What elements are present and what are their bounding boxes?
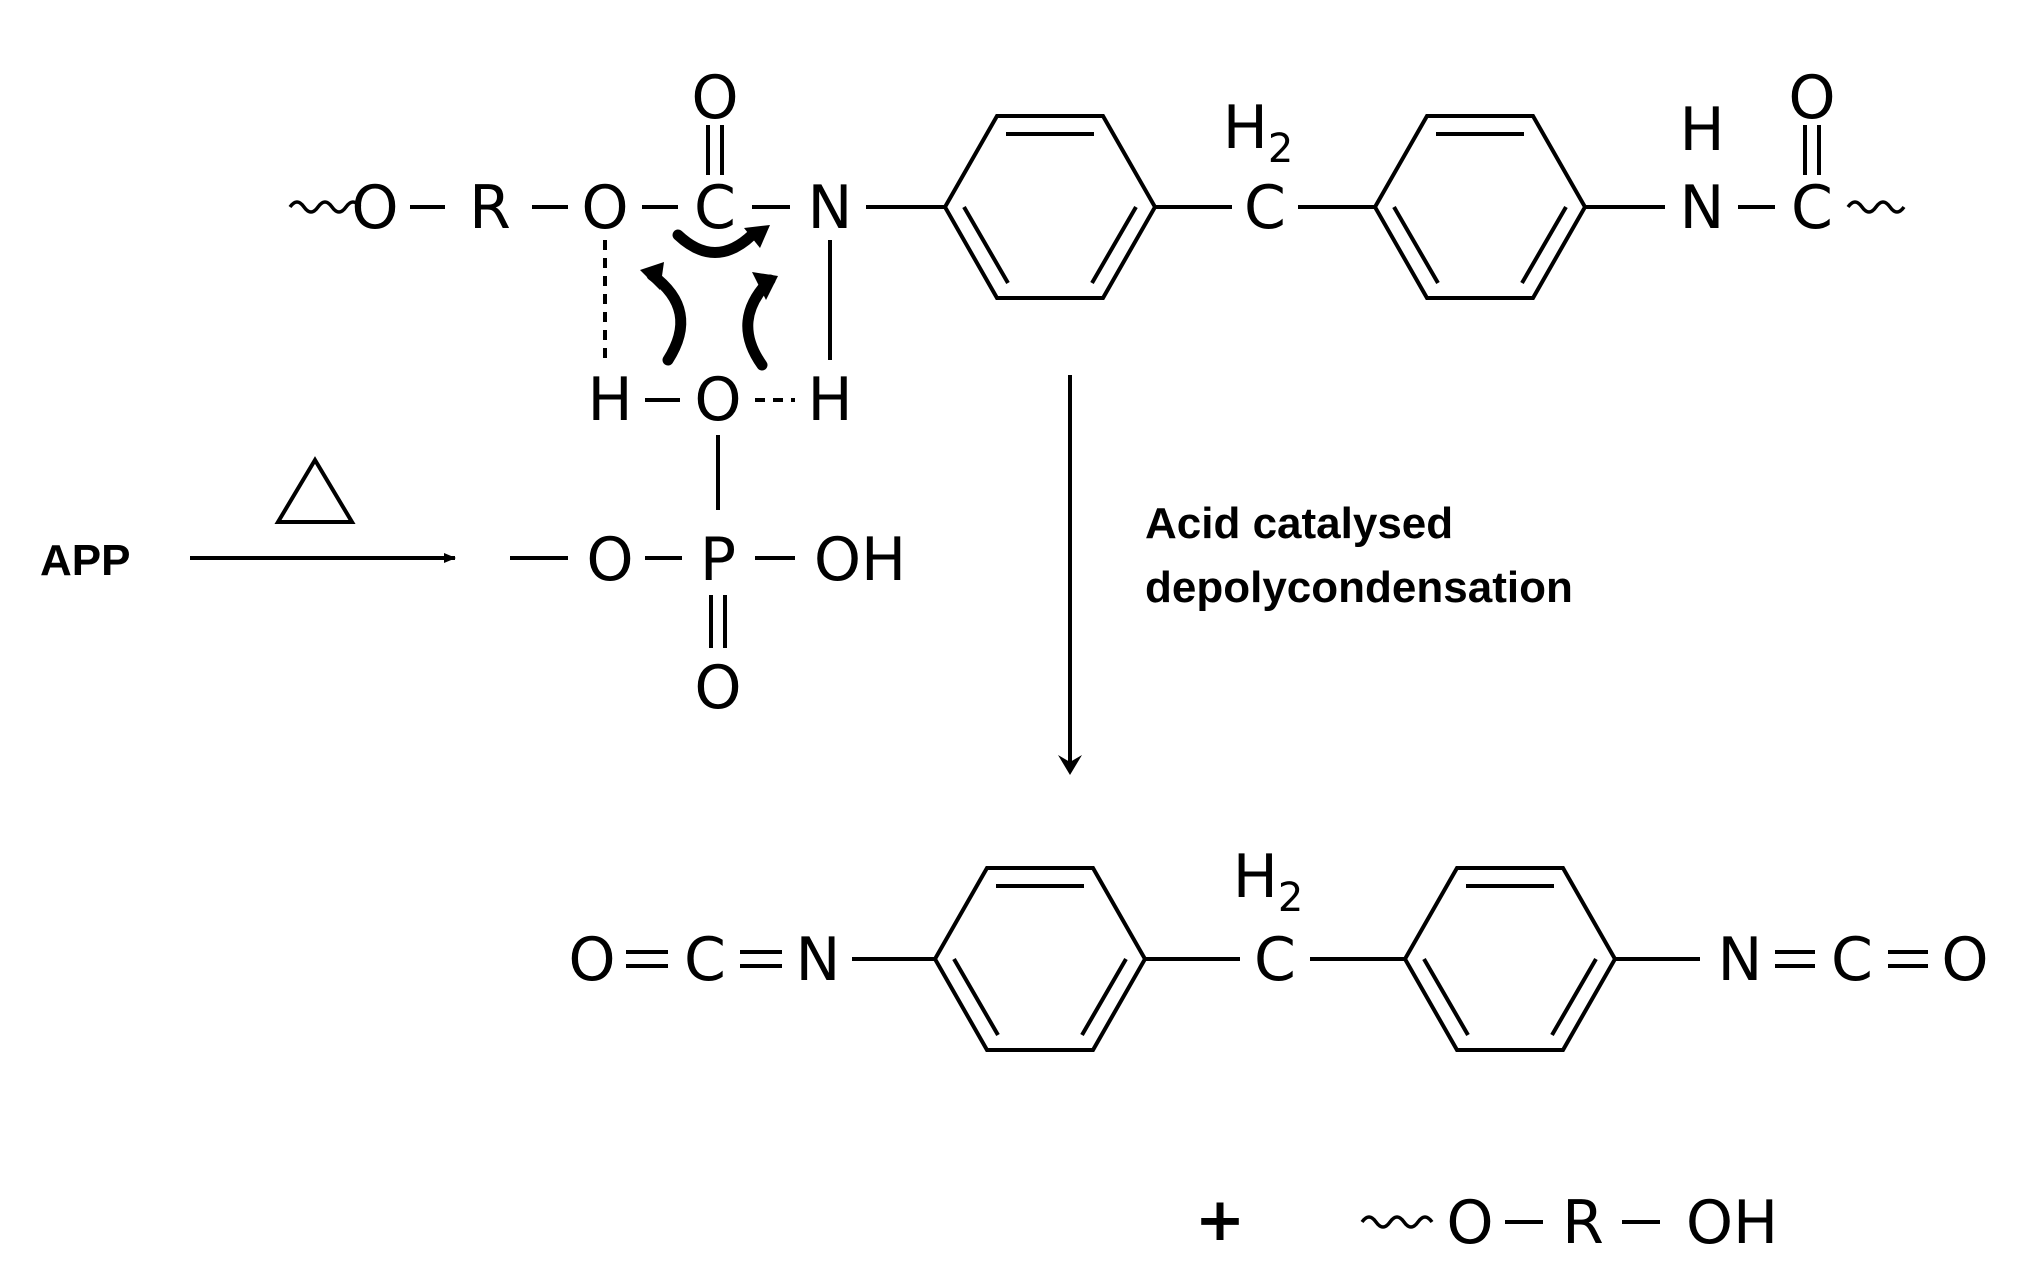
triangle-heat-icon bbox=[274, 456, 356, 524]
atom-o-1: O bbox=[351, 173, 398, 243]
atom-o-polyol: O bbox=[1446, 1188, 1493, 1258]
atom-n-nco-2: N bbox=[1718, 925, 1763, 995]
reagent-label: APP bbox=[40, 536, 130, 585]
benzene-ring-4 bbox=[1402, 866, 1618, 1052]
h2-label-2: H2 bbox=[1233, 842, 1304, 921]
wavy-bond-polyol-icon bbox=[1360, 1215, 1434, 1229]
atom-c-methylene-2: C bbox=[1254, 925, 1296, 995]
atom-oh-polyol: OH bbox=[1686, 1188, 1778, 1258]
atom-o-carbonyl: O bbox=[691, 63, 738, 133]
reaction-label-line-1: Acid catalysed bbox=[1145, 499, 1453, 548]
atom-n-nco-1: N bbox=[796, 925, 841, 995]
atom-o-carbonyl-2: O bbox=[1788, 63, 1835, 133]
atom-h-left: H bbox=[587, 365, 632, 435]
atom-n-2: N bbox=[1680, 173, 1725, 243]
atom-r: R bbox=[469, 173, 511, 243]
atom-c-2: C bbox=[1791, 173, 1833, 243]
polyurethane-chain: O R O C O N C H2 bbox=[288, 63, 1906, 300]
curly-arrow-top-icon bbox=[672, 229, 758, 258]
atom-o-water: O bbox=[694, 365, 741, 435]
atom-h-amide: H bbox=[1679, 95, 1724, 165]
wavy-bond-right-icon bbox=[1846, 200, 1906, 214]
benzene-ring-2 bbox=[1372, 114, 1588, 300]
benzene-ring-1 bbox=[942, 114, 1158, 300]
wavy-bond-left-icon bbox=[288, 200, 362, 214]
app-reaction: APP O P OH O bbox=[40, 456, 906, 723]
atom-n-1: N bbox=[808, 173, 853, 243]
atom-h-right: H bbox=[807, 365, 852, 435]
mdi-product: O C N C H2 N C O bbox=[568, 842, 1989, 1052]
atom-c-methylene-1: C bbox=[1244, 173, 1286, 243]
polyol-product: + O R OH bbox=[1195, 1185, 1778, 1258]
atom-r-polyol: R bbox=[1562, 1188, 1604, 1258]
atom-c-nco-2: C bbox=[1831, 925, 1873, 995]
plus-sign: + bbox=[1195, 1185, 1245, 1255]
benzene-ring-3 bbox=[932, 866, 1148, 1052]
reaction-label-line-2: depolycondensation bbox=[1145, 563, 1573, 612]
depolycondensation-step: Acid catalysed depolycondensation bbox=[1058, 375, 1573, 775]
atom-c-carbonyl: C bbox=[694, 173, 736, 243]
atom-o-2: O bbox=[581, 173, 628, 243]
atom-o-phosphate: O bbox=[586, 525, 633, 595]
down-arrow-head-icon bbox=[1058, 755, 1082, 775]
curly-arrow-left-icon bbox=[646, 269, 687, 366]
atom-o-p-double: O bbox=[694, 653, 741, 723]
atom-c-nco-1: C bbox=[684, 925, 726, 995]
transition-state: H O H bbox=[587, 225, 853, 510]
atom-oh-phosphate: OH bbox=[814, 525, 906, 595]
atom-p: P bbox=[700, 525, 736, 595]
h2-label-1: H2 bbox=[1223, 93, 1294, 172]
atom-o-nco-1: O bbox=[568, 925, 615, 995]
atom-o-nco-2: O bbox=[1941, 925, 1988, 995]
